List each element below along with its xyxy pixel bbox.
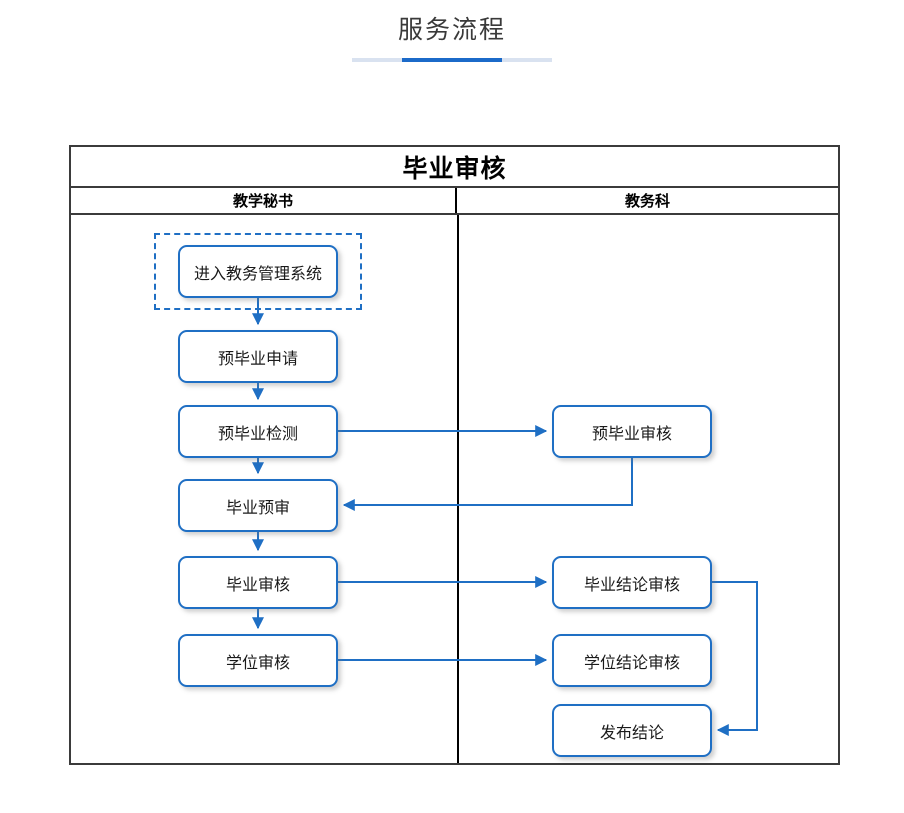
lane-header-teaching-secretary: 教学秘书 [71, 188, 457, 213]
flow-node-label: 毕业审核 [225, 576, 290, 594]
page-title: 服务流程 [397, 16, 506, 44]
flow-node-degree-conclusion[interactable]: 学位结论审核 [552, 634, 712, 687]
lane-header-row: 教学秘书 教务科 [71, 188, 838, 215]
flow-node-label: 发布结论 [599, 724, 664, 742]
flow-node-grad-conclusion[interactable]: 毕业结论审核 [552, 556, 712, 609]
flow-node-publish-conclusion[interactable]: 发布结论 [552, 704, 712, 757]
flow-node-degree-review[interactable]: 学位审核 [178, 634, 338, 687]
title-divider [352, 58, 552, 62]
flow-node-grad-pre-review[interactable]: 毕业预审 [178, 479, 338, 532]
flow-node-label: 预毕业审核 [591, 425, 672, 443]
flow-node-pre-grad-audit[interactable]: 预毕业审核 [552, 405, 712, 458]
flowchart-title: 毕业审核 [402, 154, 507, 183]
flow-node-label: 学位结论审核 [583, 654, 680, 672]
flowchart-title-row: 毕业审核 [71, 147, 838, 188]
lane-header-academic-affairs: 教务科 [457, 188, 838, 213]
selection-marquee[interactable] [154, 233, 362, 310]
title-divider-accent [402, 58, 502, 62]
lane-header-label: 教务科 [624, 193, 670, 210]
flow-node-pre-grad-check[interactable]: 预毕业检测 [178, 405, 338, 458]
lane-divider [457, 215, 459, 763]
flow-node-label: 学位审核 [225, 654, 290, 672]
flow-node-label: 毕业预审 [225, 499, 290, 517]
flow-node-pre-grad-apply[interactable]: 预毕业申请 [178, 330, 338, 383]
flow-node-label: 毕业结论审核 [583, 576, 680, 594]
flow-node-label: 预毕业申请 [217, 350, 298, 368]
flow-node-label: 预毕业检测 [217, 425, 298, 443]
page-header: 服务流程 [0, 14, 904, 46]
flow-node-grad-review[interactable]: 毕业审核 [178, 556, 338, 609]
lane-header-label: 教学秘书 [232, 193, 293, 210]
